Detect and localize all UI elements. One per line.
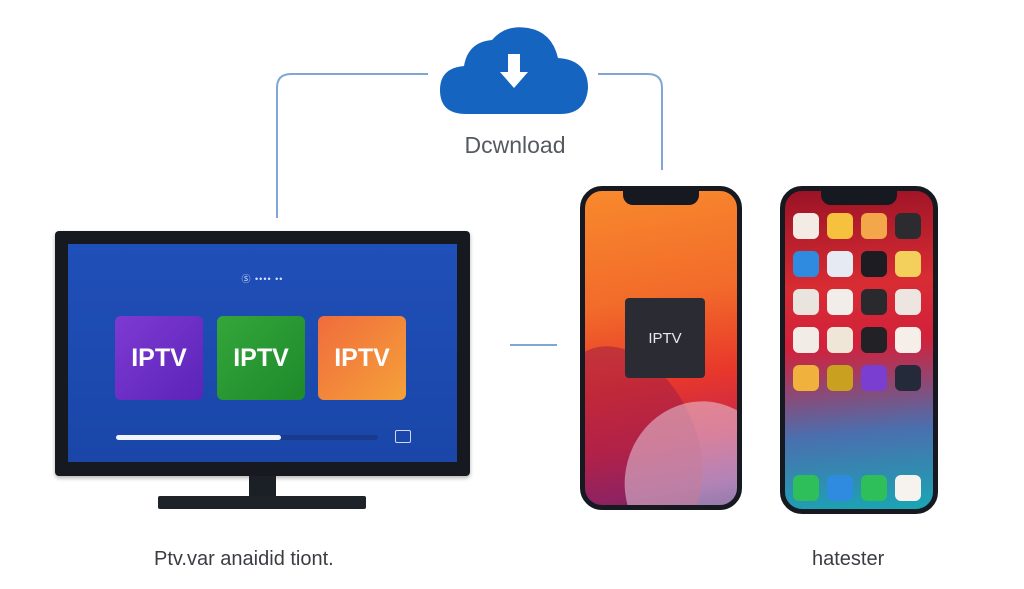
- tv-screen: Ⓢ •••• •• IPTV IPTV IPTV: [68, 244, 457, 462]
- app-icon[interactable]: [861, 365, 887, 391]
- progress-bar: [116, 435, 378, 440]
- phone-right: [780, 186, 938, 514]
- dock-app-icon[interactable]: [861, 475, 887, 501]
- app-icon[interactable]: [895, 327, 921, 353]
- app-icon[interactable]: [895, 213, 921, 239]
- app-icon[interactable]: [895, 365, 921, 391]
- dock-app-icon[interactable]: [827, 475, 853, 501]
- connector-tv-cloud: [276, 73, 428, 218]
- caption-left: Ptv.var anaidid tiont.: [154, 548, 334, 570]
- app-icon[interactable]: [861, 327, 887, 353]
- app-icon[interactable]: [827, 213, 853, 239]
- tv-monitor: Ⓢ •••• •• IPTV IPTV IPTV: [55, 231, 470, 476]
- iptv-app-icon[interactable]: IPTV: [625, 298, 705, 378]
- app-icon[interactable]: [793, 289, 819, 315]
- iptv-tile-green[interactable]: IPTV: [217, 316, 305, 400]
- app-icon[interactable]: [793, 251, 819, 277]
- dock-app-icon[interactable]: [793, 475, 819, 501]
- tv-stand-neck: [249, 476, 276, 498]
- app-icon[interactable]: [793, 365, 819, 391]
- app-icon[interactable]: [861, 289, 887, 315]
- app-icon[interactable]: [861, 251, 887, 277]
- caption-right: hatester: [812, 548, 885, 570]
- download-label: Dcwnload: [464, 132, 566, 158]
- app-icon[interactable]: [827, 251, 853, 277]
- dock-app-icon[interactable]: [895, 475, 921, 501]
- app-icon[interactable]: [827, 289, 853, 315]
- cloud-download-icon: [436, 22, 592, 120]
- app-icon[interactable]: [793, 213, 819, 239]
- app-icon[interactable]: [793, 327, 819, 353]
- app-grid: [793, 213, 925, 391]
- iptv-tile-orange[interactable]: IPTV: [318, 316, 406, 400]
- tv-stand-base: [158, 496, 366, 509]
- app-icon[interactable]: [827, 365, 853, 391]
- app-icon[interactable]: [827, 327, 853, 353]
- phone-left: IPTV: [580, 186, 742, 510]
- screen-icon[interactable]: [395, 430, 411, 443]
- connector-cloud-phone: [598, 73, 663, 170]
- app-icon[interactable]: [895, 251, 921, 277]
- app-dock: [793, 475, 925, 503]
- tv-header-text: Ⓢ •••• ••: [241, 274, 284, 284]
- phone-notch: [623, 191, 699, 205]
- app-icon[interactable]: [895, 289, 921, 315]
- app-icon[interactable]: [861, 213, 887, 239]
- phone-notch: [821, 191, 897, 205]
- progress-fill: [116, 435, 282, 440]
- iptv-tile-purple[interactable]: IPTV: [115, 316, 203, 400]
